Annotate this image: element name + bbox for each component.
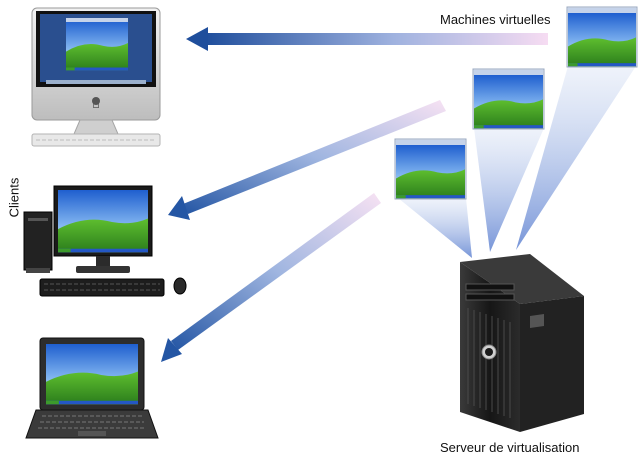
vm-beams — [398, 66, 636, 258]
virtual-machine-2 — [472, 68, 545, 130]
vm-label: Machines virtuelles — [440, 12, 551, 27]
clients-label: Clients — [6, 177, 22, 218]
beam-vm-1 — [516, 66, 636, 250]
arrow-vm2-to-pc — [168, 100, 446, 220]
vm-screen-icon — [394, 6, 638, 200]
virtual-machine-3 — [394, 138, 467, 200]
virtual-machine-1 — [566, 6, 638, 68]
beam-vm-2 — [474, 128, 544, 252]
imac-icon:  — [31, 7, 161, 147]
arrows — [161, 27, 548, 362]
arrow-vm1-to-imac — [186, 27, 548, 51]
server-label: Serveur de virtualisation — [440, 440, 580, 455]
laptop-icon — [25, 337, 159, 439]
desktop-pc-icon — [23, 185, 187, 297]
beam-vm-3 — [398, 198, 472, 258]
tower-server-icon — [460, 254, 584, 432]
arrow-vm3-to-laptop — [161, 193, 381, 362]
